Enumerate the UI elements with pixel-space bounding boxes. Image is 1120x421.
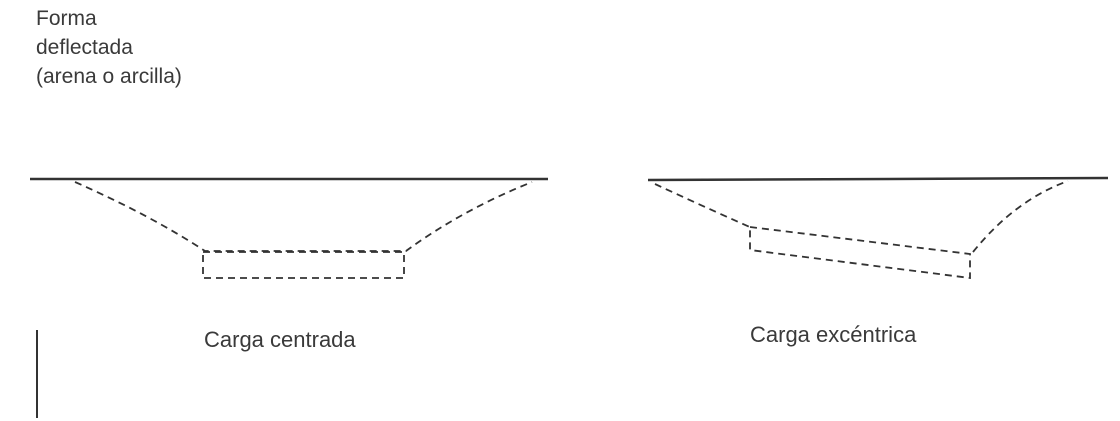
deflected-shape-heading: Forma deflectada (arena o arcilla) [36, 4, 182, 91]
centered-deflected-curve [74, 181, 533, 252]
eccentric-deflected-curve-right [972, 180, 1069, 253]
eccentric-tilted-footing [749, 225, 971, 280]
centered-load-caption: Carga centrada [204, 327, 356, 352]
eccentric-load-diagram [647, 176, 1109, 280]
heading-line-1: Forma [36, 7, 97, 30]
eccentric-load-caption: Carga excéntrica [750, 322, 917, 347]
heading-line-3: (arena o arcilla) [36, 65, 182, 88]
centered-load-diagram [30, 177, 548, 279]
centered-footing [202, 251, 405, 279]
eccentric-deflected-curve-left [654, 183, 753, 229]
heading-line-2: deflectada [36, 36, 133, 59]
eccentric-ground-surface [647, 176, 1109, 182]
